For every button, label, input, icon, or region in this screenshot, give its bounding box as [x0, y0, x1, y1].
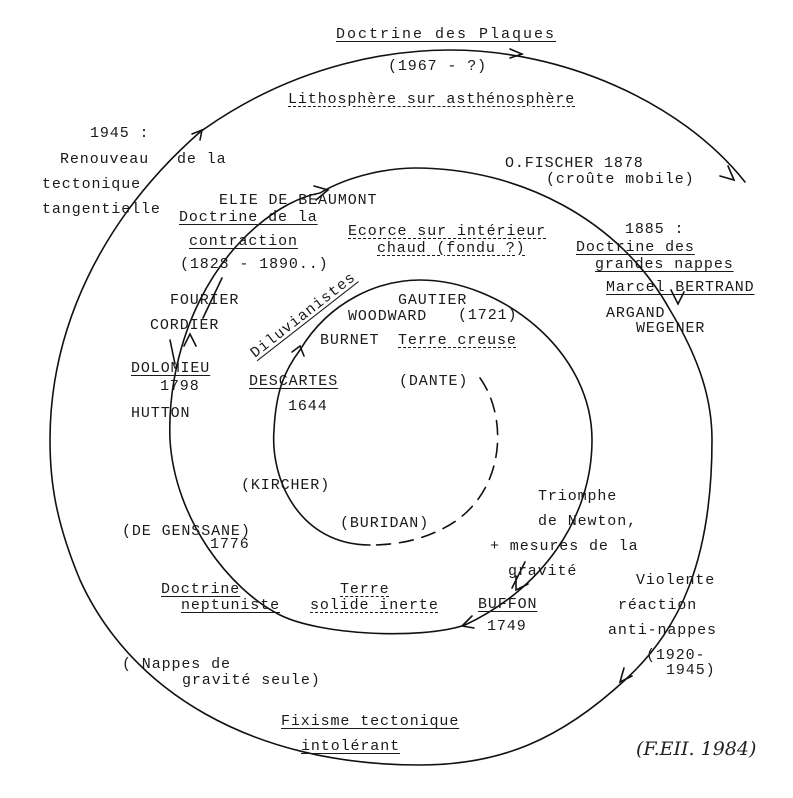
reaction-label: réaction — [618, 597, 698, 614]
fixisme-label: intolérant — [301, 738, 401, 755]
arrow-icon — [191, 128, 204, 141]
connector-line — [169, 339, 176, 365]
newton-label: de Newton, — [538, 513, 638, 530]
plaques-dates: (1967 - ?) — [388, 58, 488, 75]
person-dante: (DANTE) — [399, 373, 469, 390]
arrow-icon — [291, 344, 305, 357]
person-buridan: (BURIDAN) — [340, 515, 430, 532]
newton-label: gravité — [508, 563, 578, 580]
inner-dashed-arc — [369, 377, 499, 546]
arrow-icon — [509, 48, 525, 59]
arrow-icon — [618, 667, 633, 684]
neptuniste-doctrine: neptuniste — [181, 597, 281, 614]
arrow-icon — [670, 289, 685, 306]
arrow-icon — [313, 185, 330, 201]
nappes-year: 1885 : — [625, 221, 685, 238]
person-gautier: GAUTIER — [398, 292, 468, 309]
connector-line — [202, 277, 223, 319]
newton-label: Triomphe — [538, 488, 618, 505]
reaction-dates: (1920- — [646, 647, 706, 664]
person-dolomieu: DOLOMIEU — [131, 360, 211, 377]
person-bertrand: Marcel BERTRAND — [606, 279, 755, 296]
buffon-year: 1749 — [487, 618, 527, 635]
ecorce-label: chaud (fondu ?) — [377, 240, 526, 257]
doctrine-des-plaques-title: Doctrine des Plaques — [336, 26, 557, 43]
arrow-icon — [719, 165, 736, 182]
reaction-dates: 1945) — [666, 662, 716, 679]
descartes-year: 1644 — [288, 398, 328, 415]
nappes-gravite-label: ( Nappes de — [122, 656, 231, 673]
renewal-label: tangentielle — [42, 201, 161, 218]
terre-inerte-label: Terre — [340, 581, 390, 598]
contraction-doctrine: Doctrine de la — [179, 209, 318, 226]
lithosphere-label: Lithosphère sur asthénosphère — [288, 91, 576, 108]
terre-creuse-label: Terre creuse — [398, 332, 517, 349]
person-fourier: FOURIER — [170, 292, 240, 309]
person-elie-de-beaumont: ELIE DE BEAUMONT — [219, 192, 378, 209]
fixisme-label: Fixisme tectonique — [281, 713, 460, 730]
dolomieu-year: 1798 — [160, 378, 200, 395]
terre-inerte-label: solide inerte — [310, 597, 439, 614]
author-signature: (F.EII. 1984) — [636, 738, 757, 760]
person-cordier: CORDIER — [150, 317, 220, 334]
person-de-genssane: (DE GENSSANE) — [122, 523, 251, 540]
reaction-label: Violente — [636, 572, 716, 589]
spiral-line — [49, 49, 746, 766]
contraction-doctrine: contraction — [189, 233, 298, 250]
person-buffon: BUFFON — [478, 596, 538, 613]
reaction-label: anti-nappes — [608, 622, 717, 639]
gautier-year: (1721) — [458, 307, 518, 324]
renewal-label: de la — [177, 151, 227, 168]
renewal-label: Renouveau — [60, 151, 150, 168]
fischer-label: (croûte mobile) — [546, 171, 695, 188]
connector-line — [511, 561, 526, 589]
fischer-label: O.FISCHER 1878 — [505, 155, 644, 172]
person-woodward: WOODWARD — [348, 308, 428, 325]
arrow-icon — [460, 615, 475, 629]
arrow-icon — [183, 332, 197, 347]
nappes-doctrine: Doctrine des — [576, 239, 695, 256]
nappes-doctrine: grandes nappes — [595, 256, 734, 273]
person-argand: ARGAND — [606, 305, 666, 322]
genssane-year: 1776 — [210, 536, 250, 553]
person-burnet: BURNET — [320, 332, 380, 349]
newton-label: + mesures de la — [490, 538, 639, 555]
person-kircher: (KIRCHER) — [241, 477, 331, 494]
contraction-dates: (1828 - 1890..) — [180, 256, 329, 273]
renewal-year: 1945 : — [90, 125, 150, 142]
nappes-gravite-label: gravité seule) — [182, 672, 321, 689]
ecorce-label: Ecorce sur intérieur — [348, 223, 547, 240]
neptuniste-doctrine: Doctrine — [161, 581, 241, 598]
person-descartes: DESCARTES — [249, 373, 339, 390]
person-wegener: WEGENER — [636, 320, 706, 337]
renewal-label: tectonique — [42, 176, 142, 193]
person-hutton: HUTTON — [131, 405, 191, 422]
